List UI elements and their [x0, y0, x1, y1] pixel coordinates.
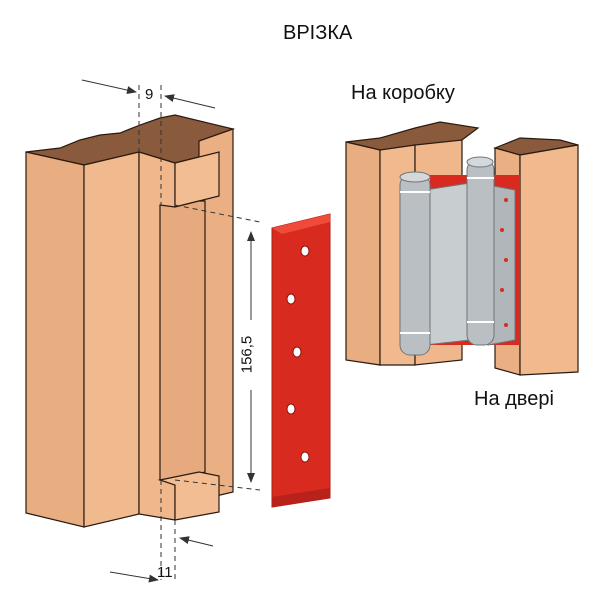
label-door: На двері: [474, 388, 554, 410]
dimension-height: 156,5: [238, 335, 256, 374]
arrow-bottom-right: [179, 536, 214, 547]
frame-bottom-block: [157, 471, 220, 521]
frame-top-block: [174, 151, 220, 208]
label-frame: На коробку: [351, 82, 455, 104]
dimension-lines: [81, 79, 261, 583]
frame-cutaway: [25, 114, 236, 528]
mortise-recess: [159, 200, 206, 481]
plate-hole: [292, 346, 302, 358]
plate-hole: [300, 245, 310, 257]
plate-hole: [300, 451, 310, 463]
arrow-top-right: [164, 94, 216, 109]
dimension-top-width: 9: [145, 86, 154, 103]
frame-left-face: [25, 151, 85, 528]
hinge-barrel-right: [466, 159, 495, 346]
frame-front-face: [83, 151, 140, 528]
plate-hole: [286, 403, 296, 415]
arrow-bottom-left: [109, 571, 159, 583]
hinge-leaf: [424, 182, 471, 346]
dimension-bottom-width: 11: [157, 564, 173, 581]
mortise-plate: [271, 213, 331, 508]
plate-hole: [286, 293, 296, 305]
hinge-barrel-left: [399, 174, 431, 356]
frame-left-right: [345, 141, 381, 366]
spring-hinge: [399, 156, 520, 356]
arrow-top-left: [81, 79, 137, 94]
door-side: [519, 144, 579, 376]
diagram-title: ВРІЗКА: [283, 22, 353, 44]
